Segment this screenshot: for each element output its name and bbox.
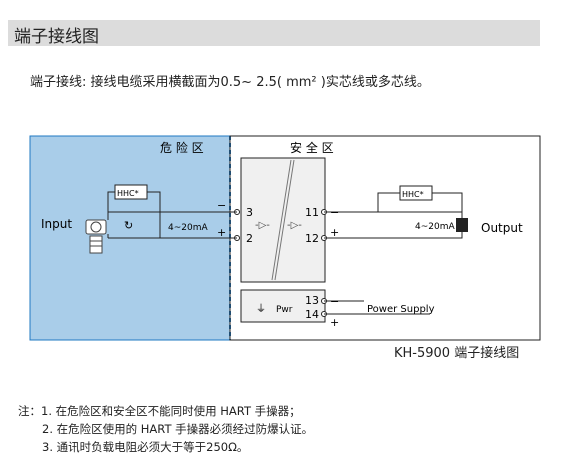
terminal-12-label: 12	[305, 232, 319, 245]
hhc-right-wire-2	[432, 192, 463, 212]
input-label: Input	[41, 217, 72, 231]
terminal-14-label: 14	[305, 308, 319, 321]
section-header: 端子接线图	[8, 20, 540, 47]
power-minus: −	[330, 295, 339, 308]
output-label: Output	[481, 221, 523, 235]
power-symbol-icon: ⏚	[256, 303, 266, 315]
power-module	[240, 289, 326, 323]
minus-sign-right: −	[330, 206, 339, 219]
hhc-right-label: HHC*	[402, 190, 424, 199]
loop-current-icon: ↻	[124, 219, 133, 232]
terminal-13-label: 13	[305, 294, 319, 307]
power-plus: +	[330, 316, 339, 329]
transmitter-body	[89, 235, 103, 254]
pwr-label: Pwr	[276, 305, 293, 315]
plus-sign-right: +	[330, 226, 339, 239]
terminal-3-label: 3	[246, 206, 253, 219]
load-resistor	[456, 218, 468, 232]
hhc-right-wire-1	[377, 192, 400, 212]
terminal-2-label: 2	[246, 232, 253, 245]
isolation-barrier-2	[274, 159, 295, 281]
output-loop-bottom	[324, 232, 463, 239]
hazard-zone-label: 危 险 区	[160, 140, 204, 155]
transmitter-head	[85, 219, 107, 235]
wiring-description: 端子接线: 接线电缆采用横截面为0.5~ 2.5( mm² )实芯线或多芯线。	[30, 75, 430, 90]
isolation-barrier	[271, 159, 292, 281]
safe-zone-label: 安 全 区	[290, 140, 334, 155]
current-label-left: 4~20mA	[168, 223, 208, 233]
diagram-caption: KH-5900 端子接线图	[394, 346, 520, 361]
current-label-right: 4~20mA	[415, 222, 455, 232]
note-1: 注：1. 在危险区和安全区不能同时使用 HART 手操器；	[18, 404, 301, 418]
minus-sign-left: −	[217, 199, 226, 212]
terminal-11-label: 11	[305, 206, 319, 219]
note-3: 3. 通讯时负载电阻必须大于等于250Ω。	[42, 440, 249, 454]
signal-arrow-right: -▷-	[287, 220, 302, 231]
signal-arrow-left: -▷-	[255, 220, 270, 231]
hhc-left-wire-1	[107, 191, 115, 212]
transmitter-gauge	[90, 221, 102, 233]
section-title: 端子接线图	[14, 27, 99, 47]
hhc-left-label: HHC*	[117, 189, 139, 198]
isolator-module	[240, 157, 326, 283]
plus-sign-left: +	[217, 226, 226, 239]
note-2: 2. 在危险区使用的 HART 手操器必须经过防爆认证。	[42, 422, 314, 436]
output-loop-top	[324, 211, 463, 218]
power-supply-label: Power Supply	[367, 304, 435, 315]
hhc-left-wire-2	[147, 191, 161, 212]
